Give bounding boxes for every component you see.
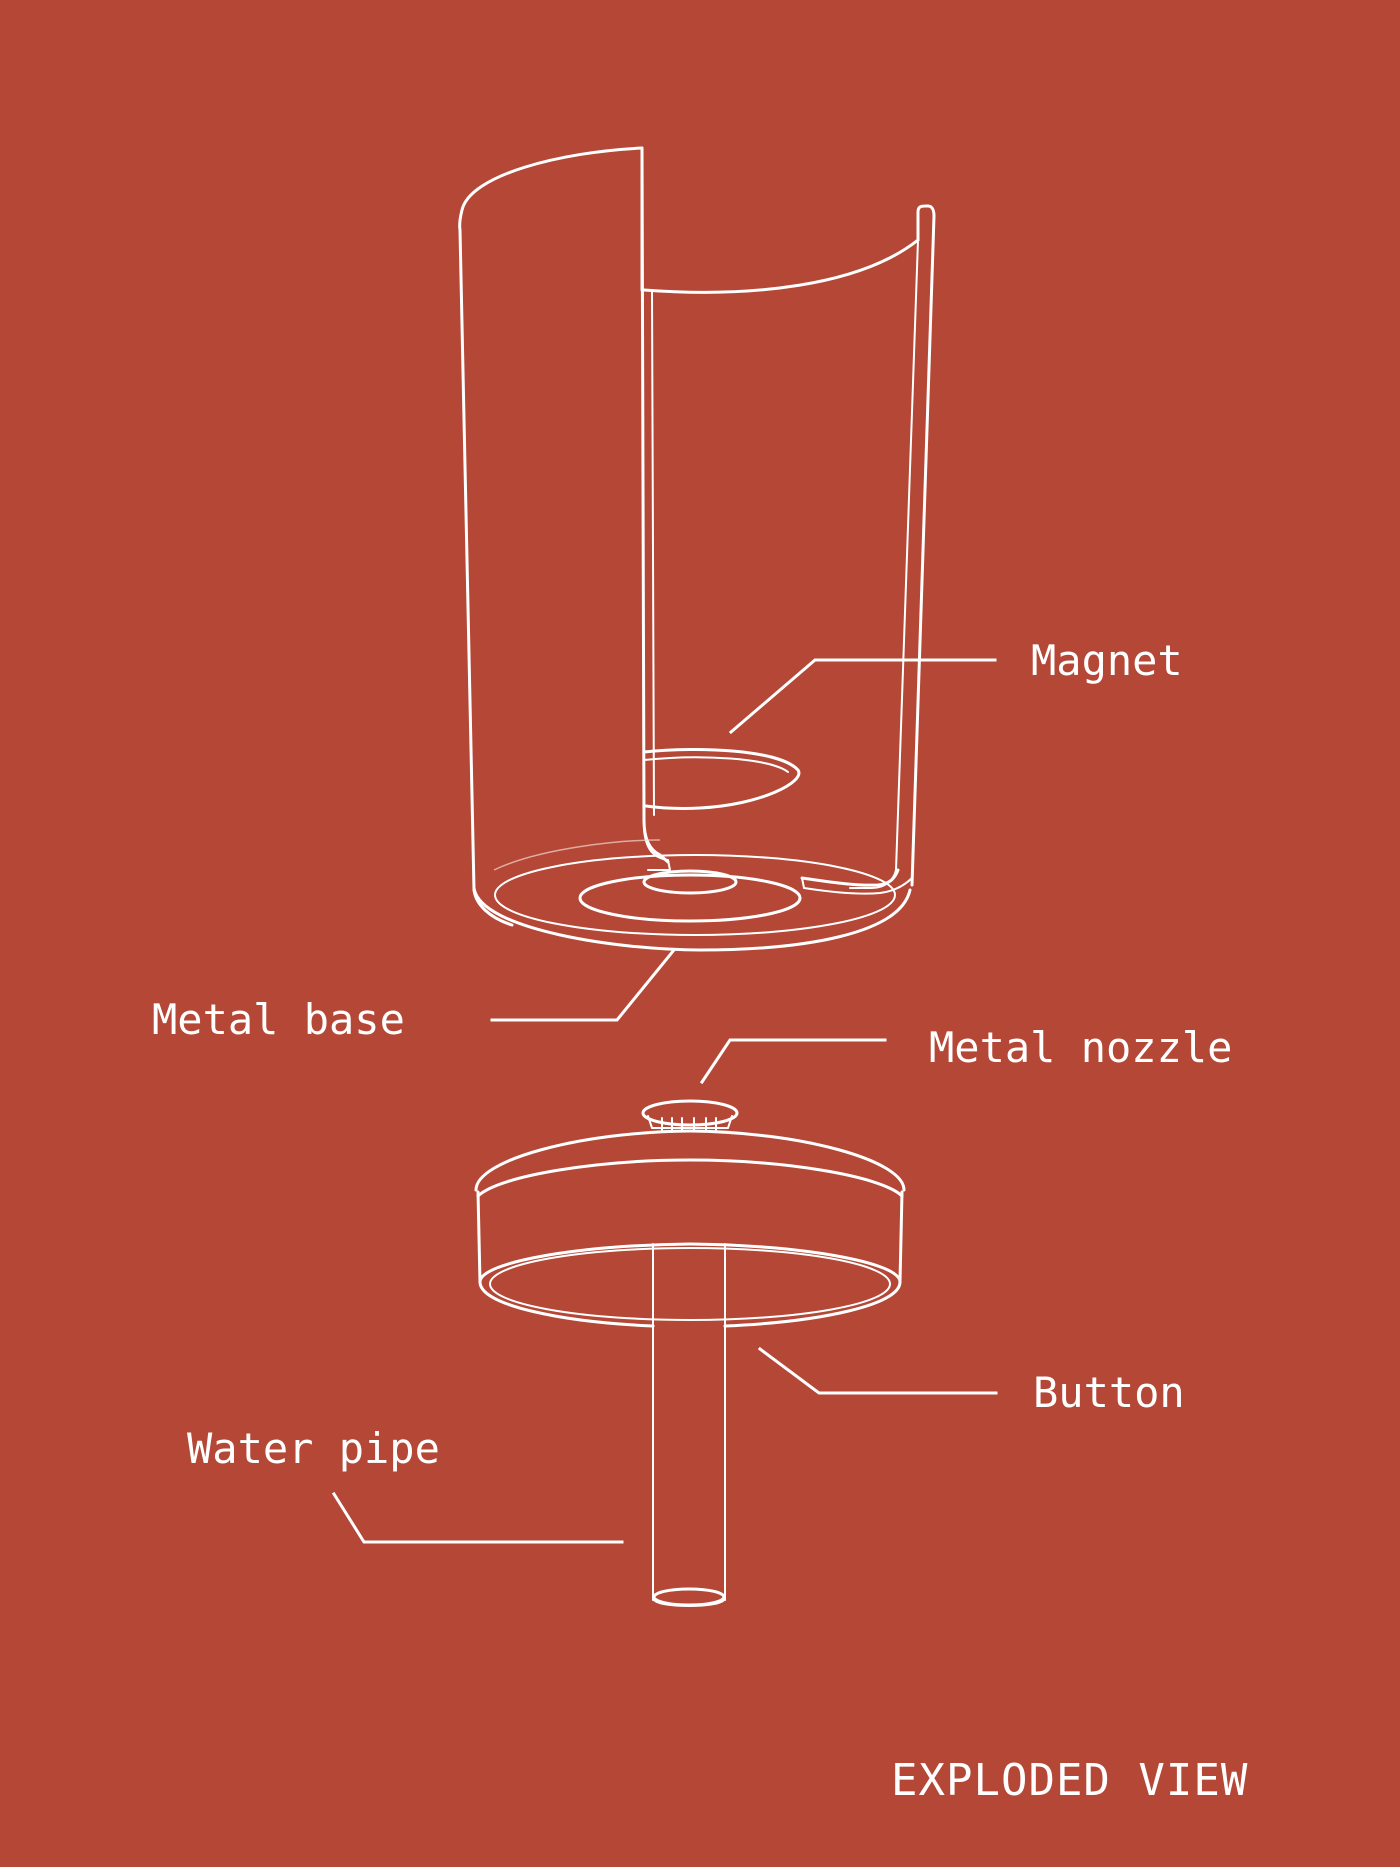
magnet-label: Magnet [1031,636,1183,685]
metal-base [472,839,912,952]
metal-nozzle-label: Metal nozzle [929,1023,1232,1072]
magnet-leader-line [728,658,997,735]
water-pipe-leader-line [331,1491,624,1544]
button-label: Button [1033,1368,1185,1417]
diagram-title: EXPLODED VIEW [891,1755,1248,1806]
magnet [642,747,801,810]
button [474,1129,906,1328]
water-pipe [652,1243,726,1607]
metal-base-leader-line [490,947,677,1022]
metal-nozzle-leader-line [699,1038,887,1085]
button-leader-line [757,1346,998,1395]
metal-nozzle [641,1099,739,1131]
metal-base-label: Metal base [152,995,405,1044]
water-pipe-label: Water pipe [187,1424,440,1473]
